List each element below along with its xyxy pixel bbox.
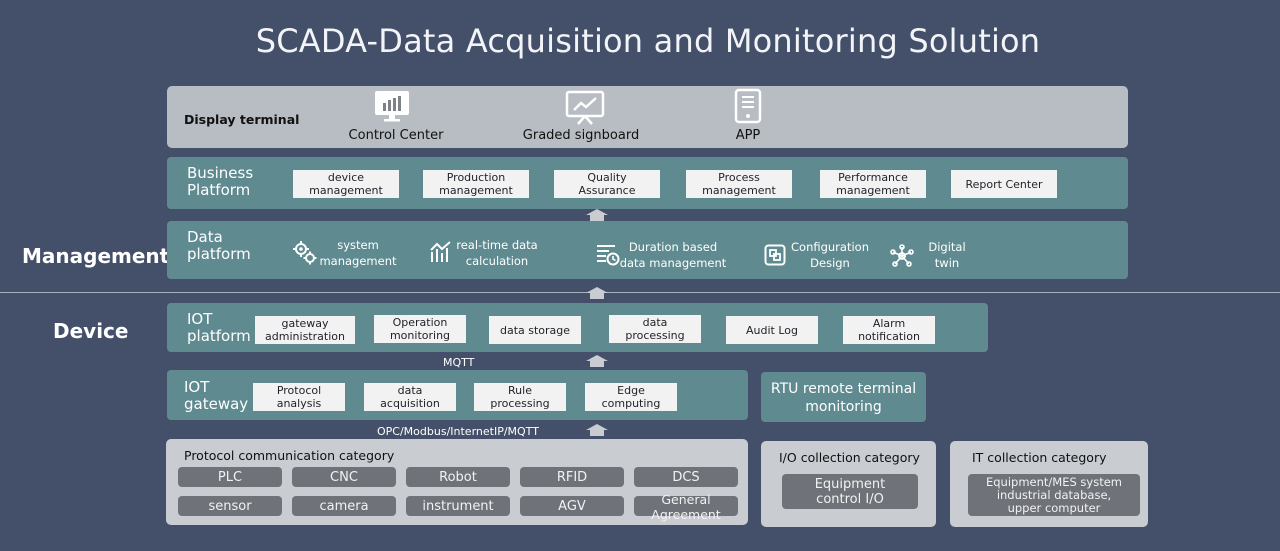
agv-item: AGV [520,496,624,516]
network-nodes-icon [890,244,914,267]
cnc-item: CNC [292,467,396,487]
control-center-label: Control Center [348,128,444,143]
protocol-category-title: Protocol communication category [184,448,395,463]
up-arrow-icon [586,209,608,221]
report-center-box: Report Center [951,170,1057,198]
configuration-icon [764,244,786,266]
general-agreement-item: General Agreement [634,492,738,522]
sensor-item: sensor [178,496,282,516]
monitor-chart-icon [374,90,410,129]
realtime-chart-icon [430,241,451,262]
protocol-category-panel: Protocol communication category PLC CNC … [166,439,748,525]
up-arrow-icon [586,424,608,436]
robot-item: Robot [406,467,510,487]
list-clock-icon [597,245,620,266]
rfid-item: RFID [520,467,624,487]
business-platform-label: Business Platform [187,164,254,199]
iot-platform-label: IOT platform [187,310,251,345]
protocols-label: OPC/Modbus/InternetIP/MQTT [377,425,539,438]
data-storage-box: data storage [489,316,581,344]
rtu-monitoring-panel: RTU remote terminal monitoring [761,372,926,422]
display-terminal-panel: Display terminal Control Center Graded s… [167,86,1128,148]
management-label: Management [22,244,170,268]
app-label: APP [735,128,761,143]
up-arrow-icon [586,287,608,299]
page-title: SCADA-Data Acquisition and Monitoring So… [255,22,1041,60]
up-arrow-icon [586,355,608,367]
iot-gateway-label: IOT gateway [184,378,249,413]
dcs-item: DCS [634,467,738,487]
data-platform-label: Data platform [187,228,251,263]
device-label: Device [53,319,129,343]
instrument-item: instrument [406,496,510,516]
it-category-title: IT collection category [972,450,1107,465]
camera-item: camera [292,496,396,516]
graded-signboard-label: Graded signboard [522,128,640,143]
section-divider [0,292,1280,293]
it-category-panel: IT collection category Equipment/MES sys… [950,441,1148,527]
gears-icon [293,241,317,265]
mqtt-label: MQTT [443,356,475,369]
display-terminal-label: Display terminal [184,112,300,127]
audit-log-box: Audit Log [726,316,818,344]
presentation-board-icon [565,90,605,131]
mobile-phone-icon [734,88,762,129]
plc-item: PLC [178,467,282,487]
io-category-title: I/O collection category [779,450,920,465]
